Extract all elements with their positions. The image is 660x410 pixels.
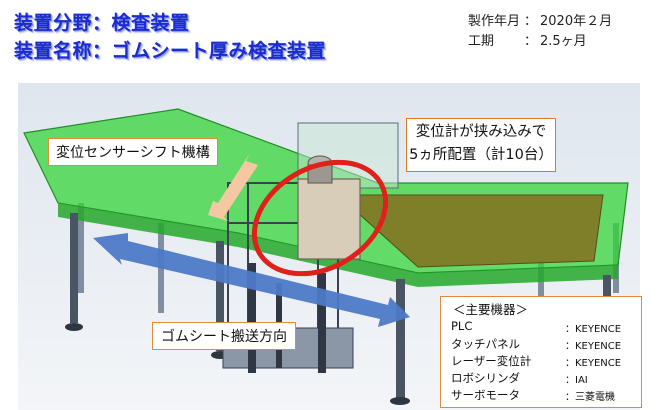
equipment-heading: ＜主要機器＞ [453, 302, 529, 317]
equipment-name: PLC [451, 319, 473, 333]
equipment-value: ：KEYENCE [565, 358, 622, 369]
period-label: 工期 [468, 34, 495, 49]
equipment-value: ：三菱電機 [565, 392, 615, 403]
sensor-info-line2: 5ヵ所配置（計10台） [409, 147, 553, 163]
field-title: 装置分野：検査装置 [14, 12, 190, 34]
period-value: 2.5ヶ月 [540, 34, 587, 49]
equipment-name: ロボシリンダ [451, 371, 520, 385]
production-value: 2020年２月 [540, 14, 613, 29]
transport-direction-callout: ゴムシート搬送方向 [152, 322, 296, 350]
equipment-list: ＜主要機器＞ PLC ：KEYENCE タッチパネル ：KEYENCE レーザー… [440, 296, 642, 408]
sensor-shift-callout: 変位センサーシフト機構 [48, 138, 218, 166]
sensor-housing [297, 178, 361, 260]
period-colon: ： [524, 34, 538, 49]
sensor-info-callout: 変位計が挟み込みで 5ヵ所配置（計10台） [406, 118, 556, 172]
equipment-value: ：KEYENCE [565, 341, 622, 352]
shift-arrow [208, 153, 258, 221]
conveyor-front-edge [58, 203, 618, 287]
equipment-name: レーザー変位計 [451, 354, 532, 368]
production-label: 製作年月 [468, 14, 521, 29]
sensor-info-line1: 変位計が挟み込みで [415, 124, 547, 140]
equipment-value: ：KEYENCE [565, 324, 622, 335]
equipment-name: サーボモータ [451, 388, 520, 402]
production-colon: ： [524, 14, 538, 29]
transport-arrow [93, 233, 410, 327]
device-name-title: 装置名称：ゴムシート厚み検査装置 [14, 40, 327, 62]
sensor-highlight-ring [251, 159, 389, 277]
equipment-value: ：IAI [565, 375, 588, 386]
rubber-sheet [336, 194, 604, 268]
equipment-name: タッチパネル [451, 337, 520, 351]
